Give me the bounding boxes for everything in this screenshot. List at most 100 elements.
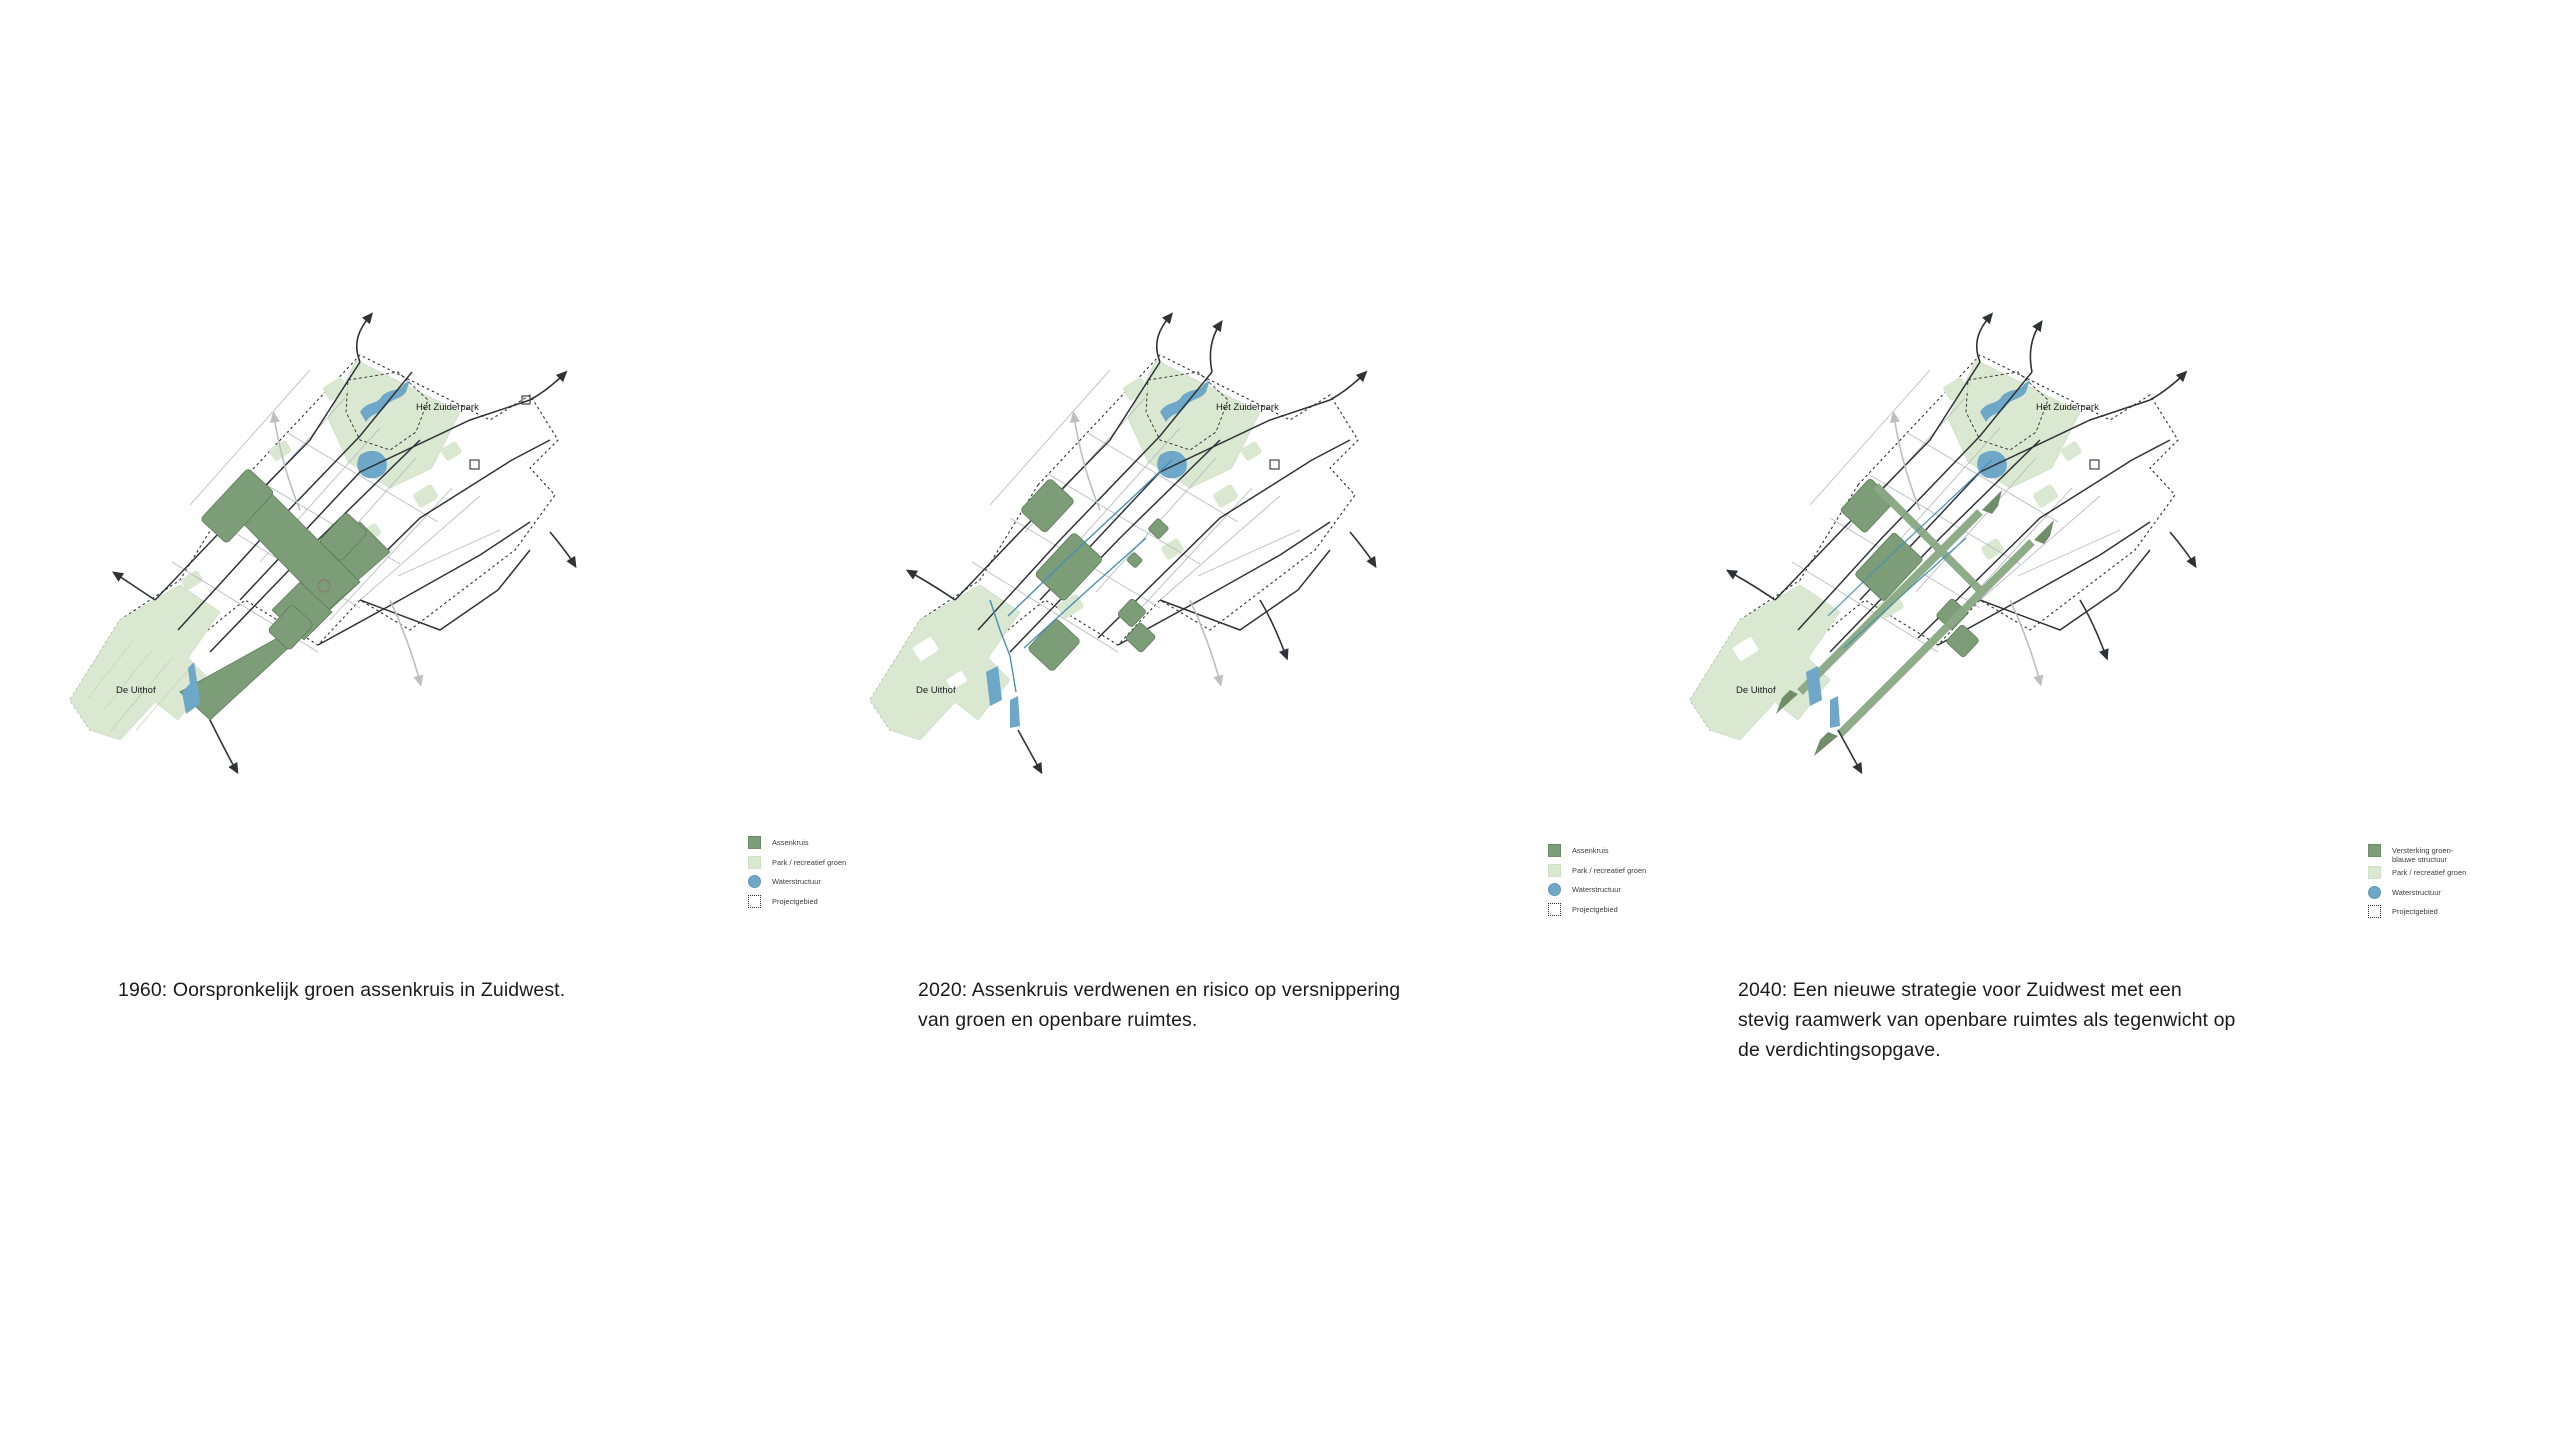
- corridor-nw-se: [1873, 483, 1983, 593]
- legend-2020: Assenkruis Park / recreatief groen Water…: [1548, 844, 1646, 922]
- green-fragment-4: [1117, 598, 1146, 627]
- legend-swatch-assenkruis: [1548, 844, 1561, 857]
- legend-2040: Versterking groen- blauwe structuur Park…: [2368, 844, 2466, 925]
- water-blob-1: [986, 666, 1002, 706]
- park-patch-a: [1123, 377, 1149, 401]
- arrowhead-sw-2: [1814, 732, 1838, 756]
- legend-label-project: Projectgebied: [772, 896, 818, 906]
- map-symbol-square-1: [2089, 459, 2100, 470]
- legend-label-park: Park / recreatief groen: [2392, 868, 2467, 877]
- road-arrows-light: [1889, 411, 2044, 687]
- green-corridors: [1797, 483, 2035, 737]
- green-fragment-1: [1021, 479, 1074, 533]
- legend-row-versterking: Versterking groen- blauwe structuur: [2368, 844, 2466, 864]
- legend-label-park: Park / recreatief groen: [772, 857, 847, 867]
- map-2040: Het Zuiderpark De Uithof: [1620, 300, 2473, 940]
- legend-1960: Assenkruis Park / recreatief groen Water…: [748, 836, 846, 914]
- park-patch-c: [441, 441, 462, 461]
- zuiderpark-inner-dash: [1145, 371, 1229, 451]
- legend-swatch-project: [2368, 905, 2381, 918]
- legend-swatch-project: [1548, 902, 1561, 916]
- legend-row-water: Waterstructuur: [748, 875, 846, 889]
- map-svg-1960: Het Zuiderpark De Uithof: [69, 312, 577, 775]
- green-block-4: [1946, 624, 1979, 658]
- uithof-void-2: [946, 671, 967, 690]
- zuiderpark-water-south: [1157, 450, 1187, 479]
- map-svg-2040: Het Zuiderpark De Uithof: [1689, 312, 2197, 775]
- green-fragment-6: [1148, 518, 1169, 539]
- zuiderpark-water-south: [1977, 450, 2007, 479]
- legend-row-park: Park / recreatief groen: [1548, 863, 1647, 878]
- road-arrows-light: [1069, 411, 1224, 687]
- assenkruis-node: [317, 579, 331, 593]
- park-patch-e: [1981, 538, 2004, 560]
- legend-label-water: Waterstructuur: [1572, 885, 1621, 894]
- legend-row-assenkruis: Assenkruis: [1548, 844, 1646, 858]
- de-uithof-area: [869, 584, 1021, 741]
- de-uithof-area: [1689, 584, 1841, 741]
- park-patch-d: [413, 484, 439, 508]
- map-symbol-square-1: [469, 459, 480, 470]
- zuiderpark-inner-dash: [345, 371, 429, 451]
- park-patch-d: [1213, 484, 1239, 508]
- legend-label-park: Park / recreatief groen: [1572, 865, 1647, 875]
- legend-swatch-water: [2368, 885, 2381, 899]
- panel-1960: Het Zuiderpark De Uithof Assenkruis Park…: [0, 0, 853, 1440]
- uithof-hatching: [87, 641, 191, 733]
- assenkruis-structure: [179, 469, 391, 721]
- park-patch-a: [1943, 377, 1969, 401]
- legend-swatch-park: [748, 855, 761, 869]
- label-het-zuiderpark: Het Zuiderpark: [416, 402, 479, 413]
- legend-row-water: Waterstructuur: [1548, 883, 1646, 897]
- panel-2040: Het Zuiderpark De Uithof Versterking gro…: [1620, 0, 2473, 1440]
- road-arrows: [905, 312, 1377, 775]
- legend-row-project: Projectgebied: [748, 894, 846, 909]
- legend-label-project: Projectgebied: [1572, 904, 1618, 914]
- map-2020: Het Zuiderpark De Uithof: [800, 300, 1653, 940]
- corridor-sw-ne-lower: [1837, 539, 2035, 737]
- legend-row-project: Projectgebied: [2368, 905, 2466, 919]
- panel-2020: Het Zuiderpark De Uithof Assenkruis Park…: [800, 0, 1653, 1440]
- legend-label-assenkruis: Assenkruis: [772, 838, 809, 847]
- green-block-1: [1840, 478, 1895, 533]
- legend-swatch-assenkruis: [748, 836, 761, 849]
- legend-label-versterking: Versterking groen- blauwe structuur: [2392, 846, 2454, 864]
- legend-label-water: Waterstructuur: [772, 877, 821, 886]
- legend-label-project: Projectgebied: [2392, 907, 2438, 916]
- green-fragment-3: [1028, 619, 1080, 671]
- road-arrows: [112, 312, 577, 775]
- uithof-void-1: [1732, 637, 1759, 661]
- green-fragment-2: [1035, 533, 1103, 601]
- assenkruis-block-1: [201, 469, 274, 543]
- label-de-uithof: De Uithof: [116, 685, 156, 696]
- legend-row-water: Waterstructuur: [2368, 885, 2466, 900]
- zuiderpark-inner-dash: [1965, 371, 2049, 451]
- water-structure-lines: [1827, 459, 1993, 649]
- caption-1960: 1960: Oorspronkelijk groen assenkruis in…: [118, 979, 566, 1001]
- legend-swatch-park: [1548, 863, 1561, 877]
- main-roads: [954, 361, 1351, 653]
- label-het-zuiderpark: Het Zuiderpark: [1216, 402, 1279, 413]
- park-patch-f: [181, 570, 203, 590]
- legend-swatch-versterking: [2368, 844, 2381, 857]
- label-de-uithof: De Uithof: [1736, 685, 1776, 696]
- water-blob-1: [1806, 666, 1822, 706]
- road-arrows-light: [269, 411, 424, 687]
- arrowhead-ne-1: [1982, 490, 2002, 514]
- legend-row-project: Projectgebied: [1548, 902, 1646, 917]
- road-arrows: [1725, 312, 2197, 775]
- fragmented-green: [1021, 479, 1169, 671]
- green-fragment-7: [1126, 552, 1143, 568]
- water-sw-2: [188, 662, 200, 702]
- green-fragment-5: [1125, 622, 1156, 653]
- park-patch-c: [2061, 441, 2082, 461]
- park-patch-a: [323, 377, 349, 401]
- label-het-zuiderpark: Het Zuiderpark: [2036, 402, 2099, 413]
- assenkruis-block-2: [319, 513, 367, 561]
- legend-row-assenkruis: Assenkruis: [748, 836, 846, 850]
- park-patch-d: [2033, 484, 2059, 508]
- map-symbol-square-1: [1269, 459, 1280, 470]
- uithof-void-1: [912, 637, 939, 661]
- caption-2020: 2020: Assenkruis verdwenen en risico op …: [918, 979, 1401, 1031]
